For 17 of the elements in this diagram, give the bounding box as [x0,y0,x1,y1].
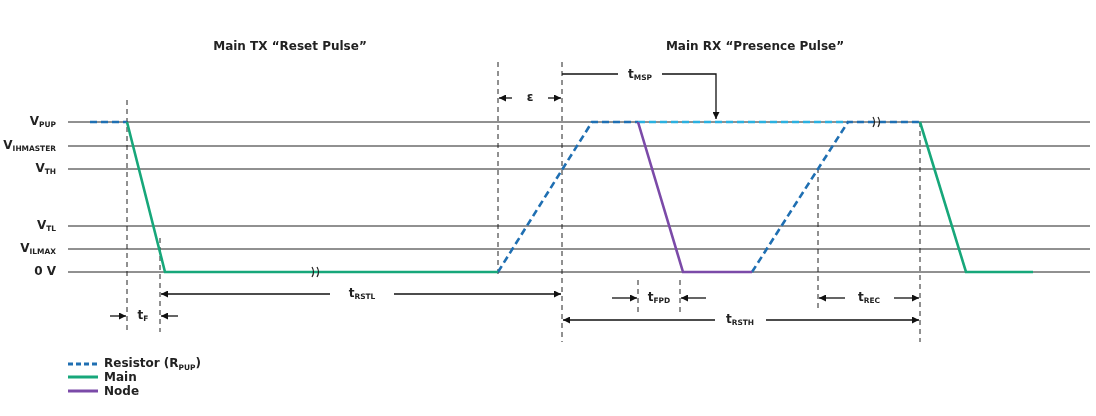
section-heading: Main RX “Presence Pulse” [664,40,846,54]
legend-label: Node [104,385,139,397]
timing-label: t$_{RSTH}$ [723,312,757,328]
timing-label: t$_{FPD}$ [646,290,672,306]
timing-label: t$_{F}$ [136,308,150,324]
legend-label: Resistor (R$_{PUP}$) [104,357,201,372]
legend-label: Main [104,371,137,383]
timing-label: t$_{RSTL}$ [346,286,378,302]
voltage-level-label: V$_{ILMAX}$ [19,241,57,257]
voltage-level-label: V$_{TH}$ [34,161,57,177]
voltage-level-label: V$_{IHMASTER}$ [2,138,57,154]
voltage-level-label: V$_{PUP}$ [28,114,57,130]
voltage-level-label: V$_{TL}$ [35,218,57,234]
timing-label: t$_{REC}$ [856,290,882,306]
section-heading: Main TX “Reset Pulse” [212,40,368,54]
voltage-level-label: 0 V [33,265,57,279]
timing-label: t$_{MSP}$ [626,67,654,83]
